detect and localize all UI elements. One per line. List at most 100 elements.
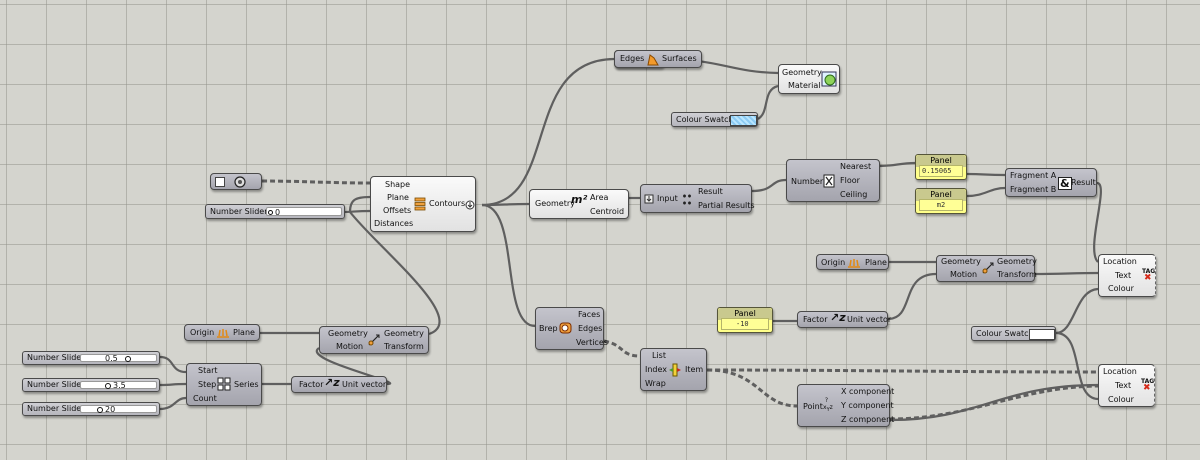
wire-dashed (706, 368, 798, 408)
origin-input-label: Origin (821, 258, 846, 267)
slider-value: 20 (105, 405, 116, 414)
distances-input-label: Distances (374, 219, 414, 228)
slider-knob[interactable] (268, 210, 273, 215)
wire-dashed (261, 179, 371, 185)
unit-z-icon: ↗z (324, 376, 340, 389)
location-input-label: Location (1103, 367, 1137, 376)
nearest-output-label: Nearest (840, 162, 872, 171)
wrap-input-label: Wrap (645, 379, 666, 388)
faces-output-label: Faces (578, 310, 601, 319)
wire (757, 84, 779, 120)
geometry-input-label: Geometry (328, 329, 368, 338)
wire-dashed (889, 384, 1099, 421)
series-icon (217, 377, 231, 391)
text-tag-top[interactable]: Location Text Colour TAG ✖ (1098, 254, 1156, 297)
colour-swatch-bottom[interactable]: Colour Swatch (971, 326, 1056, 341)
panel-title: Panel (718, 308, 772, 320)
material-input-label: Material (788, 81, 821, 90)
colour-swatch-top[interactable]: Colour Swatch (671, 112, 758, 127)
origin-input-label: Origin (190, 328, 215, 337)
slider-knob[interactable] (105, 383, 111, 389)
text-tag-bottom[interactable]: Location Text Colour TAG ✖ (1098, 364, 1155, 407)
text-input-label: Text (1115, 381, 1132, 390)
transform-output-label: Transform (997, 270, 1037, 279)
number-slider-step[interactable]: Number Slider 3.5 (22, 378, 160, 392)
panel-a[interactable]: Panel 0.15065 (915, 154, 967, 180)
input-label: Input (657, 194, 678, 203)
x-component-output-label: X component (841, 387, 895, 396)
slider-label: Number Slider (27, 404, 85, 413)
number-slider-start[interactable]: Number Slider 0.5 (22, 351, 160, 365)
mass-addition-component[interactable]: Input Result Partial Results (640, 184, 755, 213)
panel-value[interactable]: 0.15065 (919, 165, 963, 177)
slider-track[interactable]: 0 (266, 207, 342, 217)
slider-track[interactable]: 20 (80, 405, 157, 414)
toggle-component[interactable] (210, 173, 262, 190)
wire (1055, 287, 1099, 335)
fragment-a-input-label: Fragment A (1010, 171, 1057, 180)
round-component[interactable]: Number Nearest Floor Ceiling (786, 159, 880, 202)
panel-value[interactable]: -10 (721, 318, 769, 330)
gear-icon (234, 176, 246, 188)
slider-knob[interactable] (97, 407, 103, 413)
panel-c[interactable]: Panel -10 (717, 307, 773, 333)
xy-plane-left[interactable]: Origin Plane (184, 324, 260, 341)
centroid-output-label: Centroid (590, 207, 625, 216)
tag-icon: TAG (1141, 378, 1155, 385)
panel-b[interactable]: Panel m2 (915, 188, 967, 214)
factor-input-label: Factor (299, 380, 324, 389)
colour-input-label: Colour (1108, 284, 1134, 293)
number-input-label: Number (791, 177, 824, 186)
vertices-output-label: Vertices (576, 338, 608, 347)
factor-input-label: Factor (803, 315, 828, 324)
number-slider-offsets[interactable]: Number Slider 0 (205, 204, 345, 219)
wire (1093, 181, 1102, 263)
panel-title: Panel (916, 189, 966, 201)
shape-input-label: Shape (385, 180, 411, 189)
round-icon (823, 174, 835, 188)
deconstruct-brep-component[interactable]: Brep Faces Edges Vertices (535, 307, 608, 350)
floor-output-label: Floor (840, 176, 860, 185)
index-input-label: Index (645, 365, 668, 374)
plane-icon (217, 329, 229, 338)
plane-icon (848, 259, 860, 268)
partial-results-output-label: Partial Results (698, 201, 755, 210)
edge-surface-component[interactable]: Edges Surfaces (614, 50, 702, 68)
list-item-component[interactable]: List Index Wrap Item (640, 348, 707, 391)
move-component-right[interactable]: Geometry Motion Geometry Transform (936, 255, 1037, 282)
tag-cross-icon: ✖ (1143, 383, 1151, 393)
slider-value: 0.5 (105, 354, 118, 363)
series-output-label: Series (234, 380, 259, 389)
wire (966, 172, 1006, 177)
slider-value: 0 (275, 208, 281, 217)
unit-z-left[interactable]: Factor ↗z Unit vector (291, 376, 387, 393)
wire (751, 178, 787, 193)
geometry-input-label: Geometry (535, 199, 575, 208)
concatenate-component[interactable]: Fragment A Fragment B & Result (1005, 168, 1097, 197)
list-item-icon (669, 363, 681, 377)
move-component-left[interactable]: Geometry Motion Geometry Transform (319, 326, 429, 354)
z-component-output-label: Z component (841, 415, 895, 424)
xy-plane-right[interactable]: Origin Plane (816, 254, 889, 270)
geometry-output-label: Geometry (384, 329, 424, 338)
series-component[interactable]: Start Step Count Series (186, 363, 262, 406)
unit-z-right[interactable]: Factor ↗z Unit vector (797, 311, 891, 328)
slider-track[interactable]: 0.5 (80, 354, 157, 363)
transform-output-label: Transform (384, 342, 424, 351)
motion-input-label: Motion (950, 270, 978, 279)
slider-track[interactable]: 3.5 (80, 381, 157, 390)
swatch-colour-box[interactable] (1029, 329, 1055, 340)
contours-component[interactable]: Shape Plane Offsets Distances Contours (370, 176, 476, 232)
slider-knob[interactable] (125, 356, 131, 362)
panel-value[interactable]: m2 (919, 199, 963, 211)
deconstruct-point-component[interactable]: Point ?xYz X component Y component Z com… (797, 384, 894, 427)
area-component[interactable]: Geometry m² Area Centroid (529, 189, 629, 219)
list-input-label: List (652, 351, 666, 360)
custom-preview-component[interactable]: Geometry Material (778, 64, 840, 94)
contours-label: Contours (429, 199, 466, 208)
wire (887, 272, 937, 321)
brep-input-label: Brep (539, 324, 558, 333)
number-slider-count[interactable]: Number Slider 20 (22, 402, 160, 416)
swatch-colour-box[interactable] (730, 115, 757, 126)
